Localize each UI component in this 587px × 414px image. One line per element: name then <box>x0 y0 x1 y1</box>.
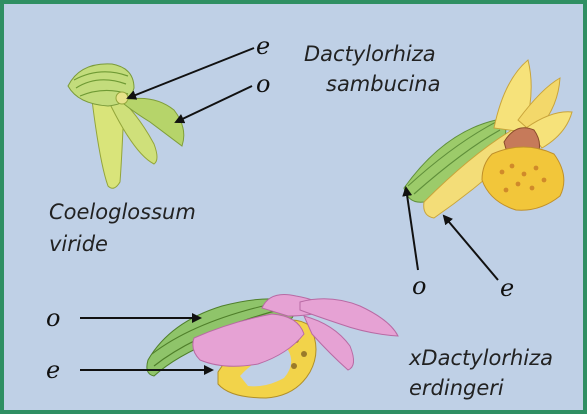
label-hybrid-genus: xDactylorhiza <box>409 344 553 372</box>
marker-o-hybrid: o <box>46 306 60 330</box>
hybrid-flower <box>147 295 398 399</box>
label-coeloglossum-genus: Coeloglossum <box>49 198 196 226</box>
arrow-coelo-o <box>176 86 252 122</box>
label-hybrid-species: erdingeri <box>409 374 504 402</box>
label-dactylorhiza-genus: Dactylorhiza <box>304 40 436 68</box>
marker-o-coeloglossum: o <box>256 72 270 96</box>
arrow-coelo-e <box>128 48 254 98</box>
marker-e-hybrid: e <box>46 358 60 382</box>
marker-o-dactylorhiza: o <box>412 274 426 298</box>
marker-e-dactylorhiza: e <box>500 276 514 300</box>
marker-e-coeloglossum: e <box>256 34 270 58</box>
arrow-dactylo-e <box>444 216 498 280</box>
label-dactylorhiza-species: sambucina <box>326 70 440 98</box>
label-coeloglossum-species: viride <box>49 230 108 258</box>
